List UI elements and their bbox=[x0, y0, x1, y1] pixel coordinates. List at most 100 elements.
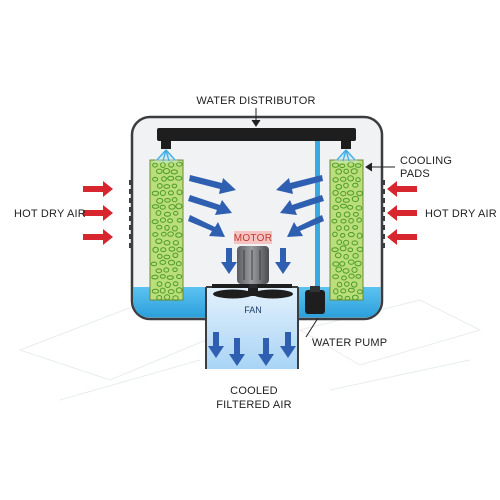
pad-pebble bbox=[335, 266, 343, 273]
pad-pebble bbox=[342, 198, 350, 203]
pad-pebble bbox=[170, 169, 178, 175]
leader-lines bbox=[251, 108, 395, 338]
pad-pebble bbox=[340, 218, 347, 224]
pad-pebble bbox=[348, 273, 355, 279]
pad-pebble bbox=[161, 176, 167, 182]
pad-pebble bbox=[173, 210, 179, 216]
hot-air-arrows-right bbox=[387, 181, 417, 245]
pad-pebble bbox=[164, 281, 171, 288]
label-hot-dry-air-right: HOT DRY AIR bbox=[425, 208, 497, 220]
pad-pebble bbox=[342, 268, 350, 274]
pad-pebble bbox=[356, 246, 364, 252]
pad-pebble bbox=[334, 252, 342, 259]
pad-pebble bbox=[356, 232, 363, 239]
pad-pebble bbox=[152, 246, 159, 253]
pad-pebble bbox=[339, 245, 347, 252]
pad-pebble bbox=[163, 184, 171, 189]
pad-pebble bbox=[332, 231, 338, 238]
pad-pebble bbox=[163, 211, 171, 217]
pad-pebble bbox=[156, 168, 163, 175]
water-distributor-pipe bbox=[157, 128, 356, 141]
pad-pebble bbox=[164, 294, 171, 301]
pad-pebble bbox=[352, 212, 359, 217]
pad-pebble bbox=[352, 253, 359, 259]
pad-pebble bbox=[351, 266, 358, 273]
water-supply-pipe bbox=[315, 141, 320, 291]
pad-pebble bbox=[348, 217, 354, 224]
pad-pebble bbox=[166, 275, 174, 280]
pad-pebble bbox=[167, 218, 174, 224]
pad-pebble bbox=[340, 203, 347, 209]
pad-pebble bbox=[150, 261, 158, 267]
pad-pebble bbox=[155, 238, 163, 244]
pad-pebble bbox=[347, 190, 355, 196]
pad-pebble bbox=[336, 239, 343, 245]
pad-pebble bbox=[167, 231, 174, 237]
pad-pebble bbox=[156, 281, 163, 287]
pad-pebble bbox=[167, 175, 175, 181]
label-cooled-line2: FILTERED AIR bbox=[216, 399, 292, 411]
pad-pebble bbox=[172, 295, 179, 301]
pad-pebble bbox=[356, 190, 364, 197]
pad-pebble bbox=[176, 274, 183, 280]
pad-pebble bbox=[171, 183, 178, 189]
pad-pebble bbox=[344, 281, 350, 287]
pad-pebble bbox=[331, 247, 339, 253]
pad-pebble bbox=[171, 225, 178, 232]
pad-pebble bbox=[332, 261, 340, 267]
pad-pebble bbox=[176, 246, 183, 253]
pad-pebble bbox=[357, 289, 363, 295]
pad-pebble bbox=[347, 204, 354, 210]
pad-pebble bbox=[332, 205, 340, 211]
pad-pebble bbox=[151, 204, 160, 209]
air-outlet-duct bbox=[206, 287, 298, 369]
pad-pebble bbox=[164, 198, 171, 203]
pad-pebble bbox=[347, 287, 355, 293]
label-cooling-pads-line1: COOLING bbox=[400, 155, 452, 167]
pad-pebble bbox=[335, 197, 342, 203]
pad-pebble bbox=[172, 252, 179, 259]
pad-pebble bbox=[343, 211, 351, 218]
pad-pebble bbox=[332, 274, 339, 280]
pad-pebble bbox=[352, 182, 359, 188]
label-hot-dry-air-left: HOT DRY AIR bbox=[14, 208, 86, 220]
pad-pebble bbox=[176, 189, 183, 196]
pad-pebble bbox=[151, 288, 160, 294]
label-fan: FAN bbox=[244, 305, 262, 315]
pad-pebble bbox=[341, 275, 347, 281]
cooling-pad-left bbox=[149, 159, 184, 301]
pad-pebble bbox=[333, 288, 339, 295]
pad-pebble bbox=[354, 260, 362, 267]
pad-pebble bbox=[175, 232, 183, 238]
pad-pebble bbox=[168, 246, 176, 252]
pad-pebble bbox=[155, 268, 163, 274]
water-pump-icon bbox=[305, 286, 325, 314]
pad-pebble bbox=[352, 225, 359, 230]
spray-nozzle-icon bbox=[332, 139, 360, 163]
pad-pebble bbox=[355, 205, 363, 211]
pad-pebble bbox=[167, 190, 174, 196]
pad-pebble bbox=[175, 175, 183, 181]
pad-pebble bbox=[339, 163, 346, 169]
pad-pebble bbox=[343, 182, 349, 189]
motor-label-bg bbox=[234, 231, 272, 244]
pad-pebble bbox=[332, 189, 339, 196]
pad-pebble bbox=[332, 177, 339, 183]
pad-pebble bbox=[175, 287, 183, 294]
pad-pebble bbox=[335, 168, 343, 175]
hot-air-arrows-left bbox=[83, 181, 113, 245]
pad-pebble bbox=[336, 281, 343, 288]
pad-pebble bbox=[172, 281, 179, 287]
pad-pebble bbox=[159, 287, 166, 294]
cooled-air-arrows bbox=[208, 332, 296, 366]
pad-pebble bbox=[340, 191, 347, 197]
pad-pebble bbox=[162, 168, 170, 175]
pad-pebble bbox=[167, 259, 176, 266]
pad-pebble bbox=[152, 176, 159, 182]
pad-pebble bbox=[356, 217, 362, 223]
pad-pebble bbox=[159, 274, 166, 279]
pad-pebble bbox=[347, 175, 355, 182]
pad-pebble bbox=[164, 224, 170, 231]
pad-pebble bbox=[340, 233, 346, 238]
